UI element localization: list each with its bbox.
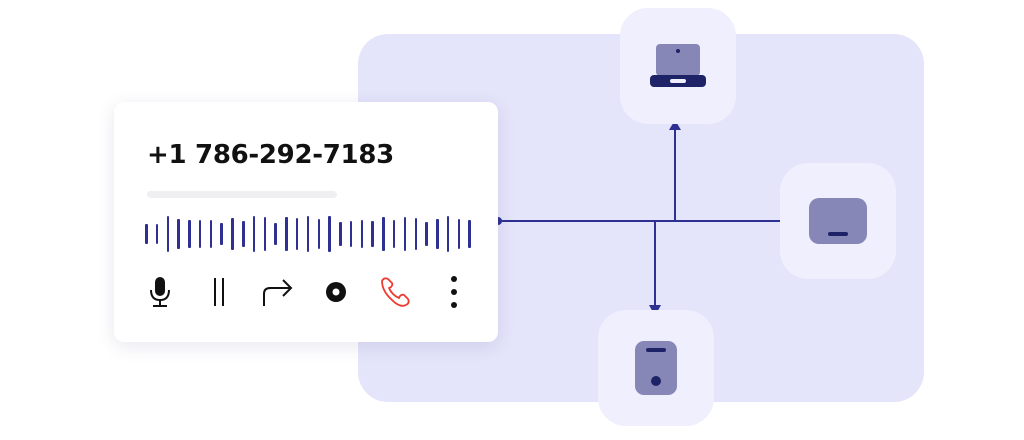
waveform-bar bbox=[263, 217, 267, 251]
waveform-bar bbox=[446, 216, 450, 252]
waveform-bar bbox=[425, 222, 428, 246]
waveform-bar bbox=[468, 220, 471, 248]
waveform-bar bbox=[209, 220, 213, 248]
waveform-bar bbox=[360, 220, 364, 248]
microphone-icon bbox=[150, 277, 170, 307]
call-controls bbox=[142, 274, 472, 310]
waveform-bar bbox=[306, 216, 310, 252]
caller-phone-number: +1 786-292-7183 bbox=[147, 140, 394, 170]
waveform-bar bbox=[317, 219, 320, 249]
hang-up-button[interactable] bbox=[377, 274, 413, 310]
waveform-bar bbox=[220, 223, 223, 245]
arrow-up-icon bbox=[669, 120, 681, 130]
hold-button[interactable] bbox=[201, 274, 237, 310]
waveform-bar bbox=[188, 220, 191, 248]
waveform-bar bbox=[457, 219, 461, 249]
waveform-bar bbox=[155, 224, 159, 244]
waveform-bar bbox=[145, 224, 148, 244]
laptop-icon bbox=[650, 44, 706, 87]
waveform-bar bbox=[392, 220, 396, 248]
pause-icon bbox=[213, 278, 224, 306]
waveform-bar bbox=[274, 223, 277, 245]
waveform-bar bbox=[349, 221, 353, 247]
waveform-bar bbox=[285, 217, 288, 251]
waveform-bar bbox=[328, 216, 331, 252]
call-progress-bar bbox=[147, 191, 337, 198]
waveform-bar bbox=[382, 217, 385, 251]
waveform-bar bbox=[371, 221, 374, 247]
device-tile-tablet[interactable] bbox=[780, 163, 896, 279]
waveform-bar bbox=[403, 217, 407, 251]
phone-hangup-icon bbox=[381, 277, 410, 307]
device-tile-mobile[interactable] bbox=[598, 310, 714, 426]
record-button[interactable] bbox=[318, 274, 354, 310]
waveform-bar bbox=[414, 218, 418, 250]
audio-waveform bbox=[145, 214, 471, 254]
waveform-bar bbox=[252, 216, 256, 252]
waveform-bar bbox=[242, 221, 245, 247]
more-vertical-icon bbox=[450, 276, 457, 308]
record-icon bbox=[326, 282, 347, 302]
waveform-bar bbox=[166, 216, 170, 252]
active-call-card: +1 786-292-7183 bbox=[114, 102, 498, 342]
waveform-bar bbox=[231, 218, 234, 250]
device-tile-laptop[interactable] bbox=[620, 8, 736, 124]
transfer-button[interactable] bbox=[260, 274, 296, 310]
waveform-bar bbox=[295, 218, 299, 250]
waveform-bar bbox=[339, 222, 342, 246]
more-options-button[interactable] bbox=[436, 274, 472, 310]
waveform-bar bbox=[436, 219, 439, 249]
waveform-bar bbox=[177, 219, 180, 249]
waveform-bar bbox=[198, 220, 202, 248]
tablet-icon bbox=[809, 198, 867, 244]
mobile-phone-icon bbox=[635, 341, 677, 395]
forward-arrow-icon bbox=[262, 279, 293, 306]
mute-button[interactable] bbox=[142, 274, 178, 310]
